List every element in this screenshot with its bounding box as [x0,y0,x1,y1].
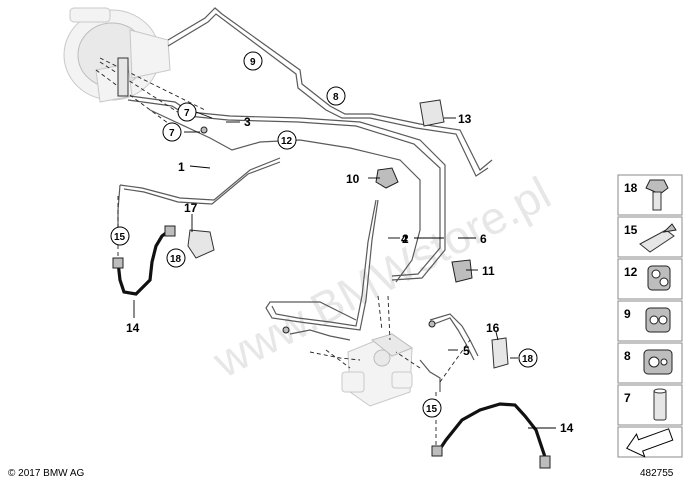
legend-label: 12 [624,265,638,279]
callout-12: 12 [281,136,293,147]
circled-callouts: 7 7 8 9 12 15 15 18 18 [110,51,538,418]
legend-item-15[interactable]: 15 [617,216,683,258]
small-parts [117,57,509,369]
diagram-id: 482755 [640,468,674,479]
callout-7a: 7 [184,108,190,119]
callout-15a: 15 [114,232,126,243]
brake-hoses [112,225,551,469]
bolt-icon [645,179,669,211]
legend-item-9[interactable]: 9 [617,300,683,342]
legend-label: 9 [624,307,631,321]
callout-15b: 15 [426,404,438,415]
clip-11-icon [451,259,473,283]
double-clip-icon [643,349,673,375]
parts-legend: 18 15 12 9 [617,174,683,458]
abs-unit-ghost [341,333,414,407]
bracket-16-icon [491,337,509,369]
legend-label: 7 [624,391,631,405]
bracket-icon [639,223,677,253]
arrow-icon [626,428,674,458]
bracket-17-icon [187,229,215,259]
callout-13: 13 [458,112,472,126]
callout-3: 3 [244,115,251,129]
callout-18a: 18 [170,254,182,265]
callout-8: 8 [333,92,339,103]
pipe-holder-icon [645,307,671,333]
callout-17: 17 [184,201,198,215]
callout-16: 16 [486,321,500,335]
bracket-13-icon [419,99,445,127]
callout-10: 10 [346,172,360,186]
arrow-box [617,426,683,458]
callout-5: 5 [463,344,470,358]
legend-item-7[interactable]: 7 [617,384,683,426]
legend-label: 15 [624,223,638,237]
callout-11: 11 [482,264,495,278]
callout-4: 4 [401,232,408,246]
brake-booster-ghost [63,7,171,103]
pipe-clip-icon [647,265,671,291]
sleeve-icon [653,388,667,421]
legend-label: 8 [624,349,631,363]
legend-item-12[interactable]: 12 [617,258,683,300]
callout-7b: 7 [169,128,175,139]
copyright: © 2017 BMW AG [8,468,85,479]
legend-item-8[interactable]: 8 [617,342,683,384]
callout-9: 9 [250,57,256,68]
callout-14a: 14 [126,321,140,335]
callout-14b: 14 [560,421,574,435]
callout-18b: 18 [522,354,534,365]
leader-lines [133,111,556,429]
legend-label: 18 [624,181,638,195]
connection-lines [95,57,471,452]
callout-6: 6 [480,232,487,246]
callout-1: 1 [178,160,185,174]
legend-item-18[interactable]: 18 [617,174,683,216]
callout-2: 2 [402,232,409,246]
clip-10-icon [375,167,399,189]
valve-icon [117,57,129,97]
